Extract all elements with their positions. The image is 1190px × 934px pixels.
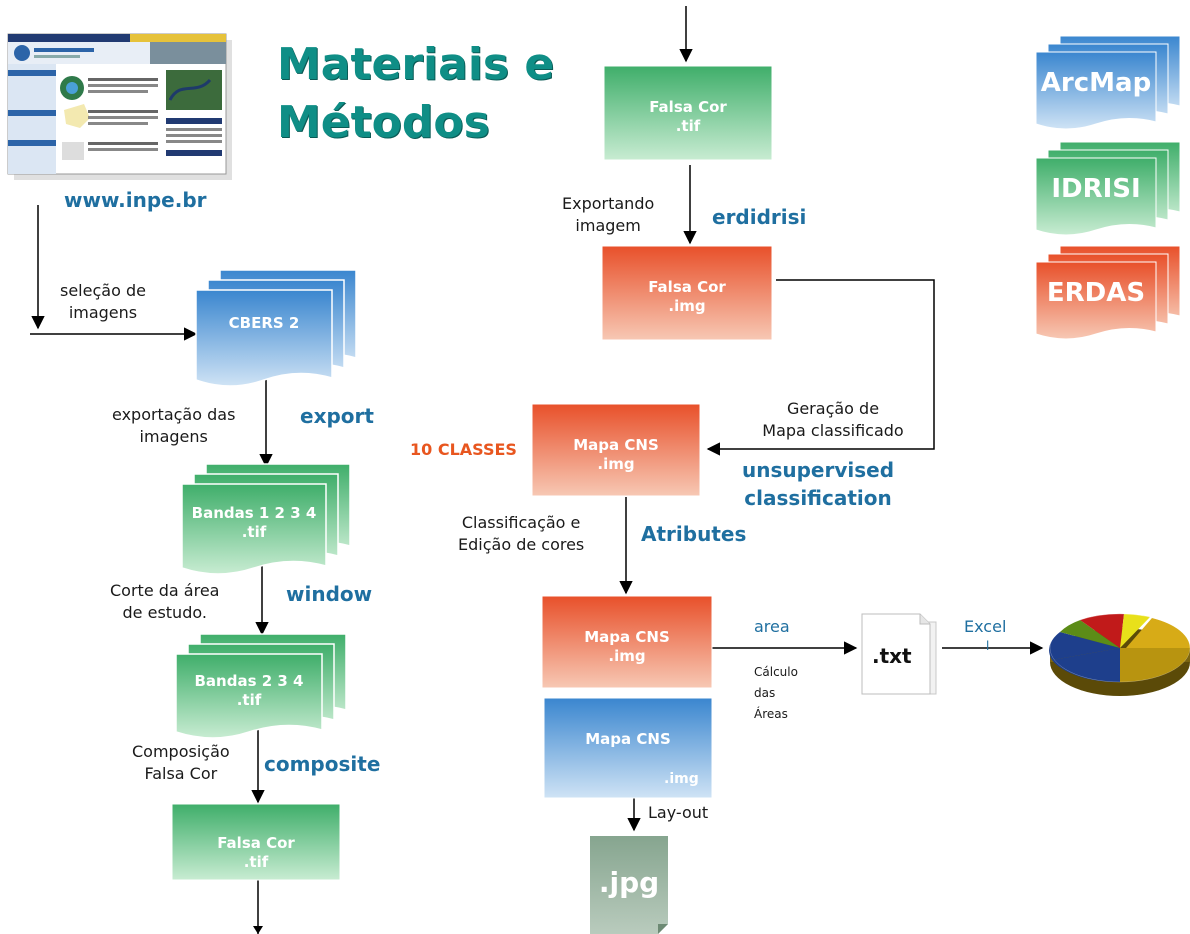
text-file-icon	[861, 613, 937, 695]
idrisi-box: IDRISI	[1051, 174, 1141, 204]
geracao-label: Geração de Mapa classificado	[762, 399, 904, 440]
website-url[interactable]: www.inpe.br	[64, 188, 207, 212]
pie-chart-icon	[1049, 613, 1190, 696]
jpg-file-icon	[590, 836, 668, 934]
mapa-cns-3-extension: .img	[664, 771, 699, 787]
calculo-label: Cálculo das Áreas	[754, 665, 798, 721]
flow-connectors	[30, 6, 1044, 934]
composite-command: composite	[264, 752, 381, 776]
export-label: exportação das imagens	[112, 405, 236, 446]
mapa-cns-3-box: Mapa CNS	[585, 730, 671, 748]
export-command: export	[300, 404, 374, 428]
bandas-1234-box-shape	[181, 463, 351, 575]
atributes-command: Atributes	[641, 522, 747, 546]
excel-label: Excel	[964, 617, 1007, 636]
mapa-cns-1-box: Mapa CNS .img	[573, 436, 659, 473]
unsupervised-command: unsupervised classification	[742, 458, 895, 510]
area-label: area	[754, 617, 790, 636]
falsa-cor-img-box-shape	[601, 245, 773, 341]
cbers2-box: CBERS 2	[228, 314, 300, 332]
window-command: window	[286, 582, 373, 606]
mapa-cns-2-box-shape	[541, 595, 713, 689]
falsa-cor-img-box: Falsa Cor .img	[648, 278, 726, 315]
mapa-cns-2-box: Mapa CNS .img	[584, 628, 670, 665]
idrisi-box-shape	[1035, 141, 1181, 236]
erdidrisi-command: erdidrisi	[712, 205, 807, 229]
cbers2-box-shape	[195, 269, 357, 387]
erdas-box-shape	[1035, 245, 1181, 340]
composition-label: Composição Falsa Cor	[132, 742, 230, 783]
layout-label: Lay-out	[648, 803, 709, 822]
jpg-label: .jpg	[598, 866, 660, 899]
falsa-cor-tif-left-box: Falsa Cor .tif	[217, 834, 295, 871]
arcmap-box: ArcMap	[1040, 68, 1152, 98]
falsa-cor-tif-top-box: Falsa Cor .tif	[649, 98, 727, 135]
cut-label: Corte da área de estudo.	[110, 581, 220, 622]
page-title: Materiais e Métodos	[277, 39, 555, 148]
bandas-1234-box: Bandas 1 2 3 4 .tif	[191, 504, 317, 541]
exportando-label: Exportando imagem	[562, 194, 655, 235]
falsa-cor-tif-top-box-shape	[603, 65, 773, 161]
txt-label: .txt	[872, 644, 912, 668]
bandas-234-box-shape	[175, 633, 347, 739]
arcmap-box-shape	[1035, 35, 1181, 130]
inpe-website-screenshot-icon	[7, 33, 232, 180]
mapa-cns-3-box-shape	[543, 697, 713, 799]
classes-label: 10 CLASSES	[410, 440, 517, 459]
bandas-234-box: Bandas 2 3 4 .tif	[194, 672, 304, 709]
selection-label: seleção de imagens	[60, 281, 146, 322]
erdas-box: ERDAS	[1046, 278, 1146, 308]
mapa-cns-1-box-shape	[531, 403, 701, 497]
excel-label-2: l	[986, 639, 990, 653]
classificacao-label: Classificação e Edição de cores	[458, 513, 585, 554]
falsa-cor-tif-left-box-shape	[171, 803, 341, 881]
